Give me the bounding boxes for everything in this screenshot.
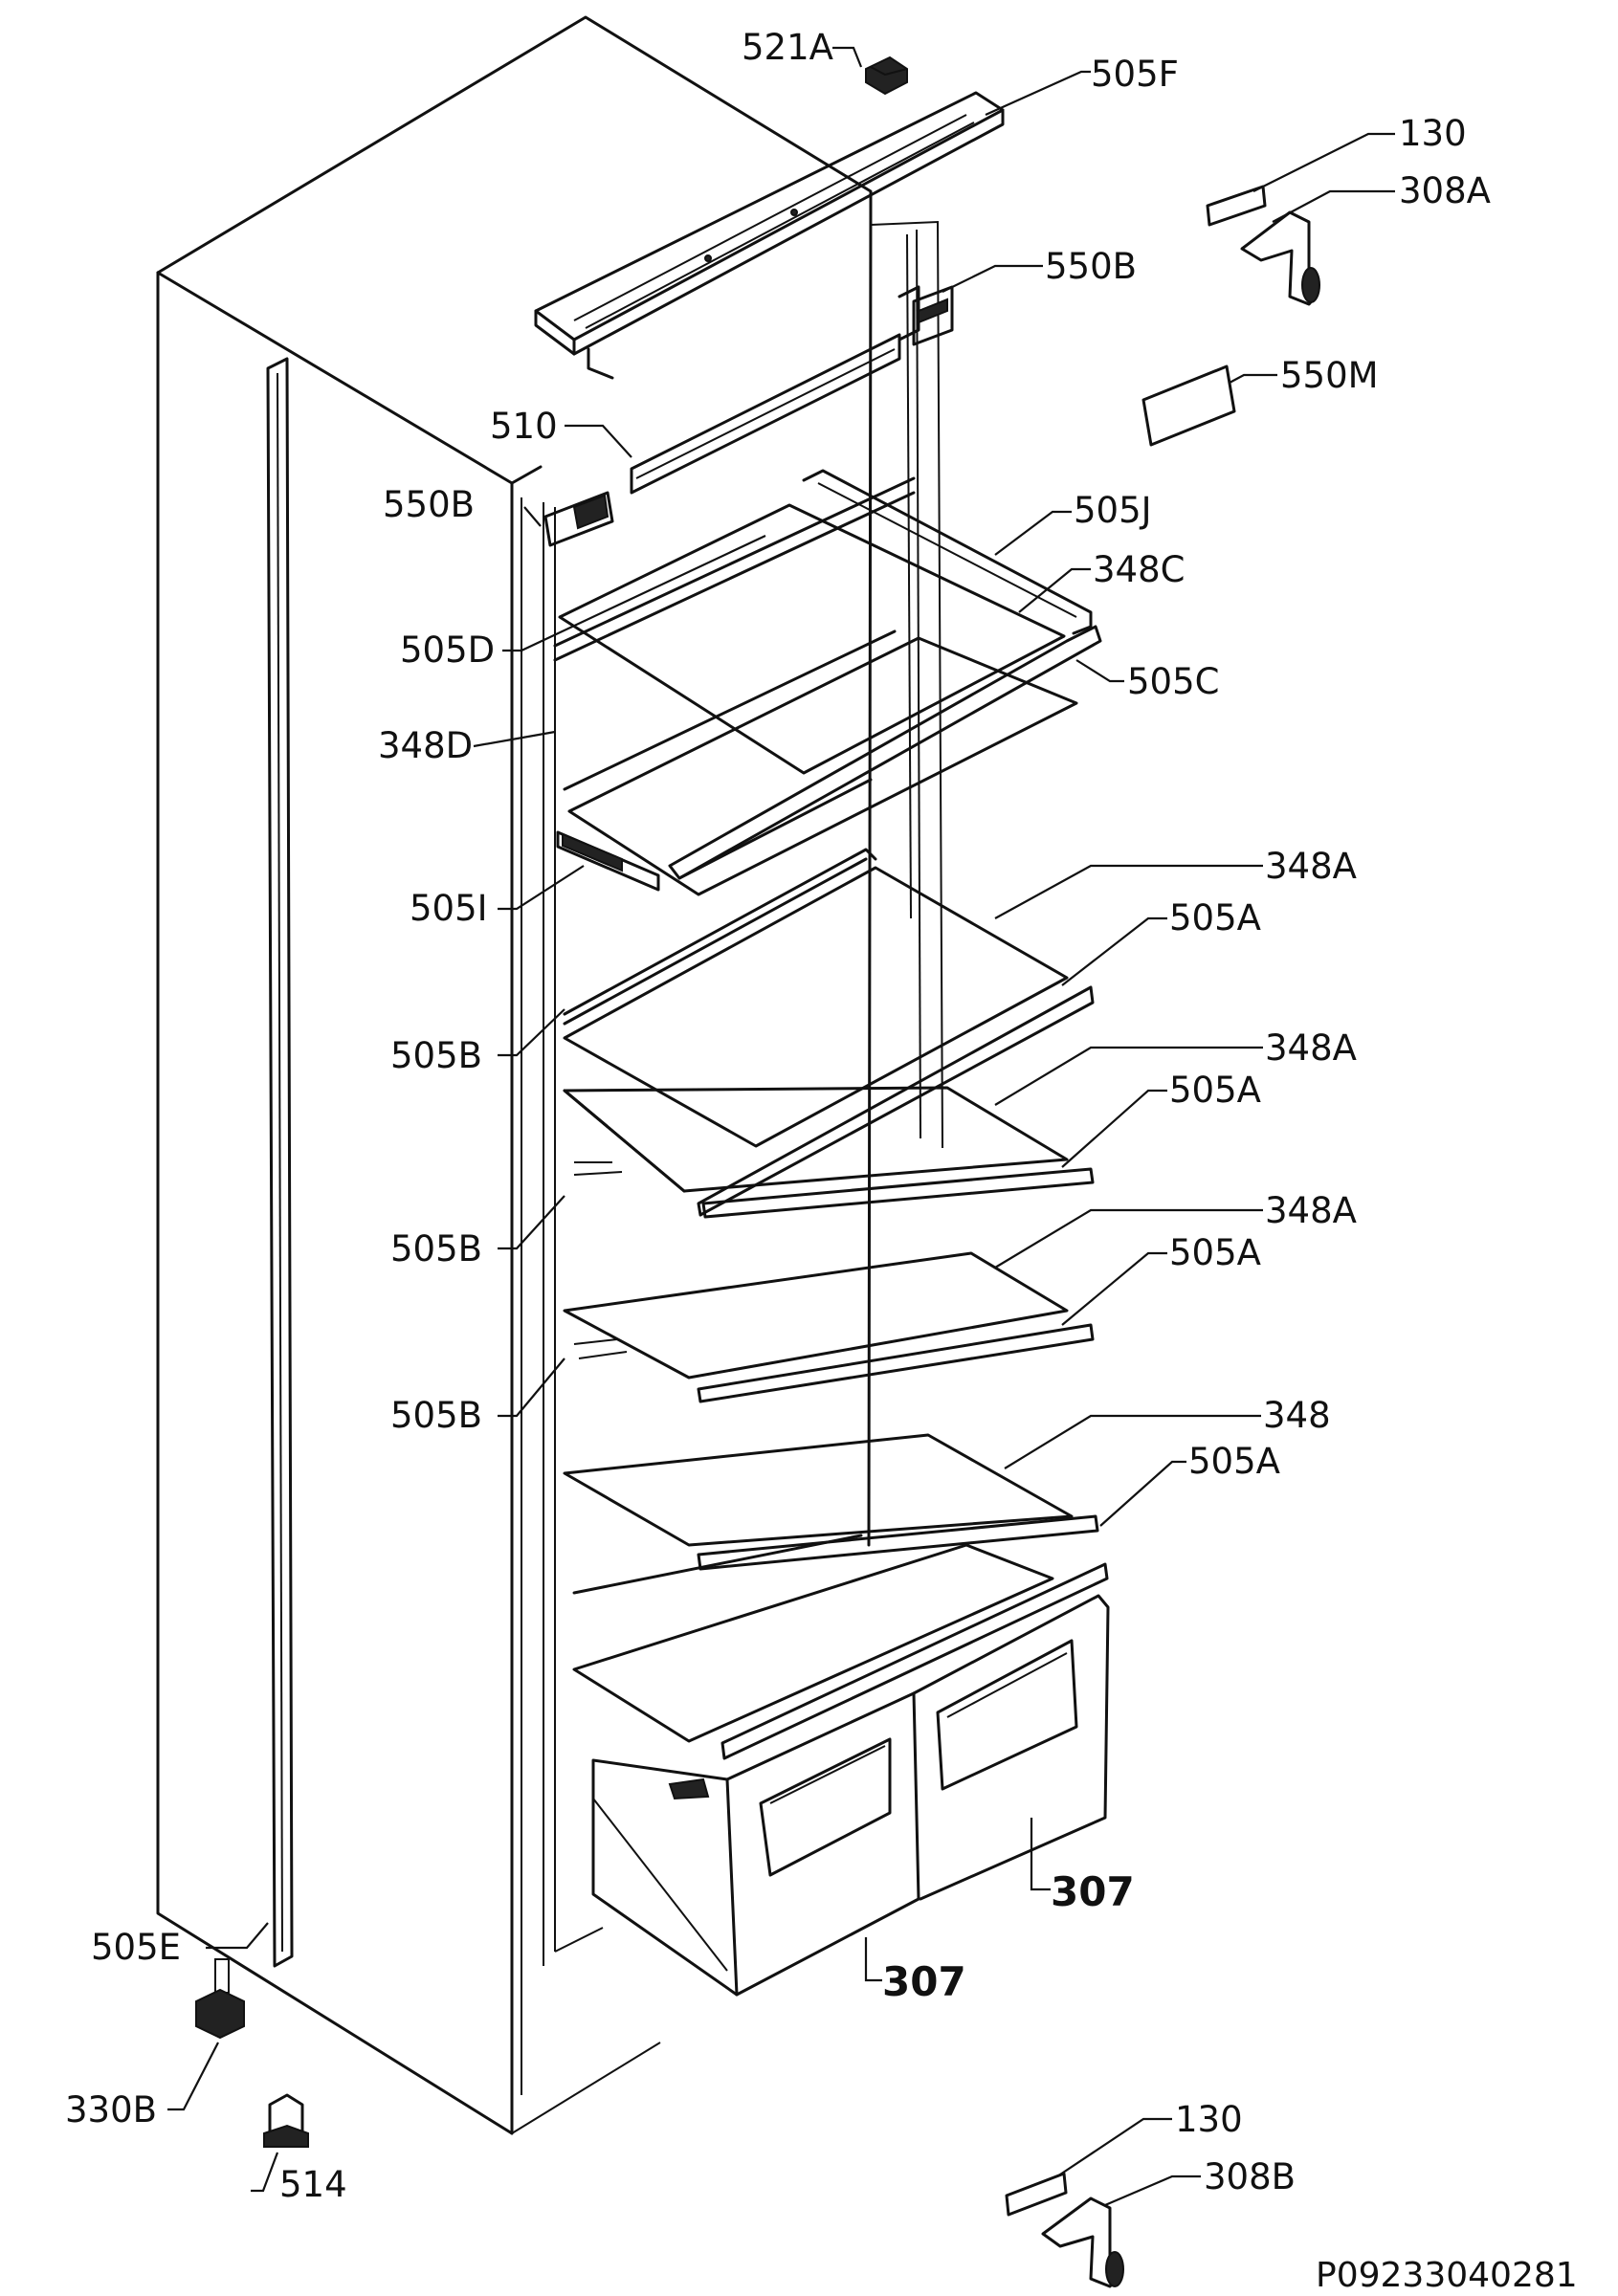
adjustable-foot-330B bbox=[195, 1958, 245, 2040]
label-308B: 308B bbox=[1204, 2156, 1296, 2197]
cabinet bbox=[156, 15, 943, 2135]
leader-lines bbox=[167, 46, 1395, 2207]
label-550M: 550M bbox=[1280, 355, 1379, 396]
reference-number: P09233040281 bbox=[1316, 2256, 1578, 2295]
label-307-right: 307 bbox=[1051, 1868, 1135, 1915]
label-505F: 505F bbox=[1091, 54, 1179, 95]
label-505D: 505D bbox=[400, 629, 495, 671]
top-shelf-assembly bbox=[553, 469, 1102, 896]
glass-shelf-348A-1 bbox=[563, 848, 1095, 1217]
label-505A-4: 505A bbox=[1188, 1441, 1280, 1482]
plate-550M bbox=[1141, 364, 1236, 447]
crisper-cover-shelf bbox=[572, 1534, 1109, 1760]
label-550B-left: 550B bbox=[383, 484, 475, 525]
door-gasket-505E bbox=[266, 357, 294, 1968]
label-505B-2: 505B bbox=[390, 1228, 482, 1269]
label-505E: 505E bbox=[91, 1927, 181, 1968]
label-308A: 308A bbox=[1399, 170, 1491, 211]
label-348: 348 bbox=[1263, 1395, 1331, 1436]
hinge-308A bbox=[1206, 185, 1320, 306]
label-130-bottom: 130 bbox=[1175, 2099, 1243, 2140]
label-505C: 505C bbox=[1127, 661, 1219, 702]
hinge-308B bbox=[1005, 2172, 1124, 2288]
cap-521A bbox=[865, 55, 908, 96]
glass-shelf-348A-2 bbox=[563, 1086, 1095, 1219]
label-505A-2: 505A bbox=[1169, 1070, 1261, 1111]
crisper-drawer-307-right bbox=[912, 1594, 1110, 1901]
label-348A-3: 348A bbox=[1265, 1190, 1357, 1231]
crisper-drawer-307-left bbox=[591, 1691, 920, 1997]
label-348C: 348C bbox=[1093, 549, 1185, 590]
label-505B-3: 505B bbox=[390, 1395, 482, 1436]
part-labels: 521A 505F 130 308A 550B 550M 510 550B 50… bbox=[65, 27, 1578, 2295]
label-514: 514 bbox=[279, 2164, 347, 2205]
label-505A-3: 505A bbox=[1169, 1232, 1261, 1273]
label-505B-1: 505B bbox=[390, 1035, 482, 1076]
label-505A-1: 505A bbox=[1169, 897, 1261, 938]
glass-shelf-348 bbox=[563, 1433, 1099, 1571]
label-348A-2: 348A bbox=[1265, 1027, 1357, 1069]
label-348A-1: 348A bbox=[1265, 846, 1357, 887]
label-550B-right: 550B bbox=[1045, 246, 1137, 287]
label-348D: 348D bbox=[378, 725, 473, 766]
plug-514 bbox=[263, 2093, 309, 2148]
label-130-top: 130 bbox=[1399, 113, 1467, 154]
bracket-550B-left bbox=[543, 491, 614, 547]
label-510: 510 bbox=[490, 406, 558, 447]
label-521A: 521A bbox=[742, 27, 833, 68]
bracket-550B-right bbox=[912, 285, 954, 346]
label-330B: 330B bbox=[65, 2089, 157, 2130]
label-307-left: 307 bbox=[882, 1958, 966, 2005]
label-505J: 505J bbox=[1074, 490, 1152, 531]
hinge-bar-505F bbox=[534, 91, 1005, 380]
label-505I: 505I bbox=[410, 888, 488, 929]
lamp-housing-510 bbox=[630, 285, 920, 495]
glass-shelf-348A-3 bbox=[563, 1251, 1095, 1403]
